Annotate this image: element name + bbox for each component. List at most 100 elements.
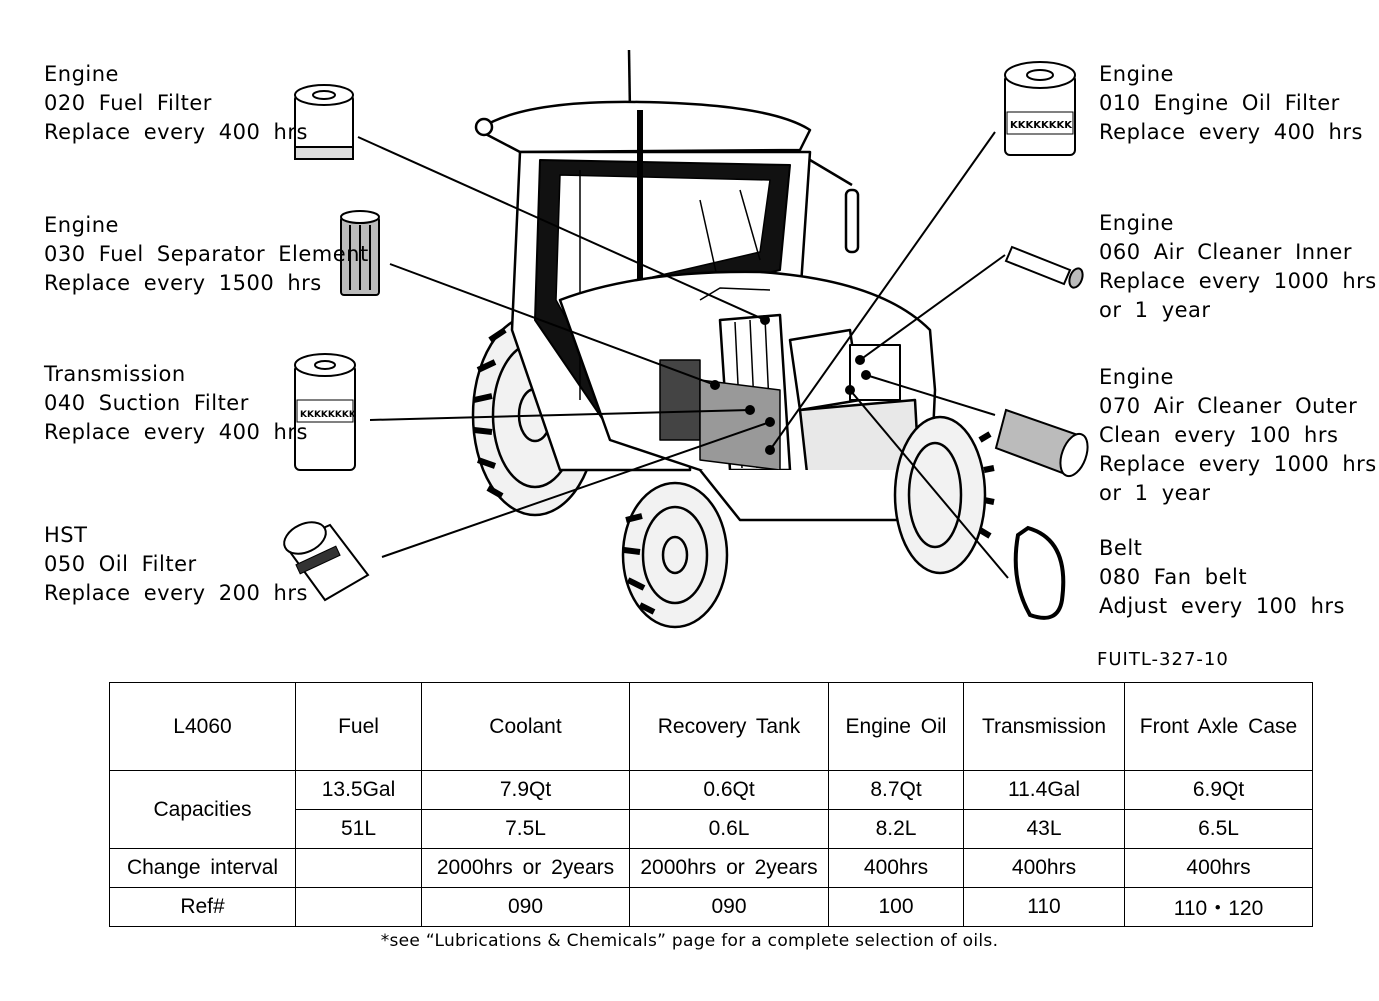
callout-system: Belt [1099,536,1143,560]
callout-engine-oil-filter: Engine 010 Engine Oil Filter Replace eve… [1099,60,1363,147]
front-axle [699,469,922,522]
callout-system: HST [44,523,88,547]
table-cell: 2000hrs or 2years [629,848,829,888]
callout-service-alt: Replace every 1000 hrs [1099,452,1377,476]
tractor-diagram: KKKKKKKK KKKKKKKK [283,49,1089,629]
hst-oil-filter-icon [283,521,370,602]
header-fuel: Fuel [295,682,422,771]
table-row-change-interval: Change interval 2000hrs or 2years 2000hr… [109,848,1313,888]
callout-system: Engine [1099,62,1174,86]
footnote: *see “Lubrications & Chemicals” page for… [380,931,999,951]
callout-air-cleaner-outer: Engine 070 Air Cleaner Outer Clean every… [1099,363,1377,508]
header-coolant: Coolant [421,682,630,771]
capacities-label: Capacities [109,770,296,849]
callout-system: Engine [1099,365,1174,389]
callout-part: 010 Engine Oil Filter [1099,91,1340,115]
table-cell: 2000hrs or 2years [421,848,630,888]
callout-hst-oil-filter: HST 050 Oil Filter Replace every 200 hrs [44,521,308,608]
callout-system: Transmission [44,362,186,386]
table-header-row: L4060 Fuel Coolant Recovery Tank Engine … [109,682,1313,771]
callout-system: Engine [44,62,119,86]
header-transmission: Transmission [963,682,1125,771]
table-row-capacities-metric: 51L 7.5L 0.6L 8.2L 43L 6.5L [110,809,1313,849]
callout-part: 080 Fan belt [1099,565,1248,589]
callout-fan-belt: Belt 080 Fan belt Adjust every 100 hrs [1099,534,1345,621]
table-row-ref: Ref# 090 090 100 110 110・120 [109,887,1313,927]
suction-filter-brand: KKKKKKKK [300,410,357,420]
ref-label: Ref# [109,887,296,927]
table-cell: 7.9Qt [421,770,630,810]
callout-part: 040 Suction Filter [44,391,249,415]
callout-service: Replace every 1500 hrs [44,271,322,295]
table-cell: 7.5L [421,809,630,849]
hood [558,270,937,512]
table-cell: 51L [295,809,422,849]
header-recovery-tank: Recovery Tank [629,682,829,771]
table-cell: 400hrs [1124,848,1313,888]
table-cell: 090 [629,887,829,927]
callout-service: Adjust every 100 hrs [1099,594,1345,618]
table-cell: 100 [828,887,964,927]
table-cell: 8.7Qt [828,770,964,810]
fuel-separator-icon [340,210,380,296]
table-cell: 6.9Qt [1124,770,1313,810]
table-row-capacities-us: Capacities 13.5Gal 7.9Qt 0.6Qt 8.7Qt 11.… [109,770,1313,849]
table-cell: 0.6Qt [629,770,829,810]
callout-service-alt: or 1 year [1099,481,1211,505]
engine-oil-filter-icon [1004,61,1076,156]
leader-air-cleaner-inner [859,254,1006,361]
leader-air-cleaner-outer [865,374,996,416]
table-cell: 8.2L [828,809,964,849]
callout-part: 050 Oil Filter [44,552,197,576]
callout-part: 070 Air Cleaner Outer [1099,394,1358,418]
tire-treads [473,327,995,615]
leader-suction-filter [369,409,751,421]
mirror-right [809,158,860,254]
callout-system: Engine [1099,211,1174,235]
leader-fan-belt [849,389,1009,579]
callout-service: Replace every 400 hrs [44,120,308,144]
figure-code: FUITL-327-10 [1097,649,1229,670]
callout-fuel-filter: Engine 020 Fuel Filter Replace every 400… [44,60,308,147]
leader-lines [357,131,1009,579]
header-engine-oil: Engine Oil [828,682,964,771]
suction-filter-icon [294,353,356,471]
leader-fuel-filter [357,136,766,321]
callout-fuel-separator: Engine 030 Fuel Separator Element Replac… [44,211,369,298]
air-cleaner-inner-icon [1004,245,1084,289]
table-cell: 400hrs [963,848,1125,888]
table-cell: 11.4Gal [963,770,1125,810]
mirror-left [474,117,494,137]
callout-part: 020 Fuel Filter [44,91,212,115]
table-cell: 110・120 [1124,887,1313,927]
change-interval-label: Change interval [109,848,296,888]
table-cell: 13.5Gal [295,770,422,810]
callout-service: Clean every 100 hrs [1099,423,1339,447]
table-cell: 6.5L [1124,809,1313,849]
header-front-axle-case: Front Axle Case [1124,682,1313,771]
callout-suction-filter: Transmission 040 Suction Filter Replace … [44,360,308,447]
engine-oil-filter-brand: KKKKKKKK [1010,120,1073,131]
callout-service: Replace every 400 hrs [1099,120,1363,144]
front-right-tire [893,415,987,575]
leader-end-dots [710,315,871,455]
callout-air-cleaner-inner: Engine 060 Air Cleaner Inner Replace eve… [1099,209,1377,325]
callout-service: Replace every 1000 hrs [1099,269,1377,293]
table-cell [295,887,422,927]
callout-system: Engine [44,213,119,237]
table-cell: 090 [421,887,630,927]
callout-part: 060 Air Cleaner Inner [1099,240,1352,264]
leader-fuel-separator [389,263,716,386]
capacities-table: L4060 Fuel Coolant Recovery Tank Engine … [109,682,1313,927]
table-cell: 110 [963,887,1125,927]
front-left-tire [621,481,729,629]
callout-service: Replace every 200 hrs [44,581,308,605]
table-cell [295,848,422,888]
table-cell: 400hrs [828,848,964,888]
table-cell: 0.6L [629,809,829,849]
model-cell: L4060 [109,682,296,771]
leader-hst-oil-filter [381,421,771,558]
fuel-filter-icon [294,84,354,160]
callout-service: Replace every 400 hrs [44,420,308,444]
callout-service-alt: or 1 year [1099,298,1211,322]
